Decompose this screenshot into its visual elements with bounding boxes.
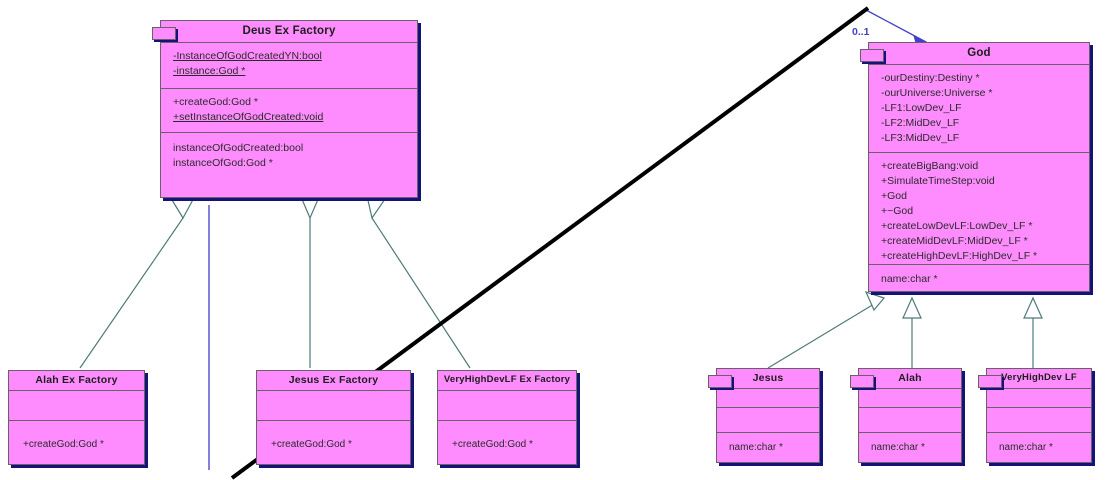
- class-title: Jesus: [752, 372, 784, 384]
- empty-compartment-2: [717, 407, 819, 432]
- empty-compartment-1: [717, 388, 819, 407]
- extra-row: name:char *: [729, 442, 783, 453]
- operation-row: +createMidDevLF:MidDev_LF *: [881, 235, 1028, 247]
- class-title: VeryHighDev LF: [1001, 372, 1077, 383]
- class-box-jesus[interactable]: Jesus name:char *: [708, 368, 820, 463]
- extra-row: name:char *: [881, 273, 938, 285]
- class-tab-icon: [860, 49, 884, 62]
- operation-row: +createGod:God *: [452, 439, 533, 450]
- operation-row: +setInstanceOfGodCreated:void: [173, 111, 324, 123]
- attribute-row: -instance:God *: [173, 65, 246, 77]
- extra-row: instanceOfGod:God *: [173, 157, 273, 169]
- extra-row: instanceOfGodCreated:bool: [173, 142, 304, 154]
- class-title: Alah Ex Factory: [35, 374, 118, 386]
- generalization-arrowhead: [902, 296, 922, 319]
- class-title: Alah: [898, 372, 922, 384]
- extra-row: name:char *: [871, 442, 925, 453]
- attribute-row: -ourUniverse:Universe *: [881, 87, 993, 99]
- operation-row: +createLowDevLF:LowDev_LF *: [881, 220, 1033, 232]
- operations-compartment: +createGod:God *: [9, 420, 144, 464]
- edge-alah-ex-factory-to-deus: [79, 217, 184, 369]
- class-box-alah[interactable]: Alah name:char *: [850, 368, 962, 463]
- operation-row: +createGod:God *: [173, 96, 258, 108]
- class-tab-icon: [850, 375, 874, 388]
- class-box-deus-ex-factory[interactable]: Deus Ex Factory -InstanceOfGodCreatedYN:…: [152, 20, 418, 198]
- attribute-row: -LF3:MidDev_LF: [881, 132, 960, 144]
- attributes-compartment: [9, 390, 144, 420]
- operation-row: +createHighDevLF:HighDev_LF *: [881, 250, 1038, 262]
- attribute-row: -InstanceOfGodCreatedYN:bool: [173, 50, 322, 62]
- attribute-row: -LF2:MidDev_LF: [881, 117, 960, 129]
- attributes-compartment: [257, 390, 410, 420]
- operation-row: +~God: [881, 205, 914, 217]
- class-box-god[interactable]: God -ourDestiny:Destiny * -ourUniverse:U…: [860, 42, 1090, 292]
- edge-jesus-to-god: [767, 297, 885, 369]
- operation-row: +God: [881, 190, 907, 202]
- operations-compartment: +createBigBang:void +SimulateTimeStep:vo…: [869, 152, 1089, 264]
- edge-vhd-ex-factory-to-deus: [371, 217, 471, 369]
- class-title: God: [967, 47, 991, 59]
- class-box-alah-ex-factory[interactable]: Alah Ex Factory +createGod:God *: [8, 370, 145, 465]
- class-tab-icon: [708, 375, 732, 388]
- class-box-veryhighdev-lf[interactable]: VeryHighDev LF name:char *: [978, 368, 1092, 463]
- attributes-compartment: -InstanceOfGodCreatedYN:bool -instance:G…: [161, 42, 417, 88]
- class-title: Jesus Ex Factory: [288, 374, 379, 386]
- extras-compartment: name:char *: [717, 432, 819, 462]
- class-box-veryhighdevlf-ex-factory[interactable]: VeryHighDevLF Ex Factory +createGod:God …: [437, 370, 577, 465]
- extra-row: name:char *: [999, 442, 1053, 453]
- attributes-compartment: [438, 390, 576, 420]
- attribute-row: -ourDestiny:Destiny *: [881, 72, 980, 84]
- generalization-arrowhead: [366, 195, 387, 220]
- class-title: Deus Ex Factory: [242, 25, 336, 37]
- generalization-arrowhead: [864, 291, 886, 312]
- empty-compartment-2: [987, 407, 1091, 432]
- generalization-arrowhead: [1023, 296, 1043, 319]
- operations-compartment: +createGod:God *: [257, 420, 410, 464]
- extras-compartment: name:char *: [859, 432, 961, 462]
- operations-compartment: +createGod:God * +setInstanceOfGodCreate…: [161, 88, 417, 132]
- generalization-arrowhead: [300, 196, 320, 220]
- operation-row: +SimulateTimeStep:void: [881, 175, 995, 187]
- class-tab-icon: [152, 27, 176, 40]
- empty-compartment-2: [859, 407, 961, 432]
- operation-row: +createGod:God *: [23, 439, 104, 450]
- operation-row: +createBigBang:void: [881, 160, 979, 172]
- attribute-row: -LF1:LowDev_LF: [881, 102, 962, 114]
- multiplicity-label-0-1: 0..1: [852, 26, 870, 38]
- operations-compartment: +createGod:God *: [438, 420, 576, 464]
- class-title: VeryHighDevLF Ex Factory: [443, 374, 571, 385]
- edge-deus-association-to-god: [865, 9, 927, 43]
- empty-compartment-1: [987, 388, 1091, 407]
- extras-compartment: name:char *: [987, 432, 1091, 462]
- attributes-compartment: -ourDestiny:Destiny * -ourUniverse:Unive…: [869, 64, 1089, 152]
- class-tab-icon: [978, 375, 1002, 388]
- class-box-jesus-ex-factory[interactable]: Jesus Ex Factory +createGod:God *: [256, 370, 411, 465]
- empty-compartment-1: [859, 388, 961, 407]
- operation-row: +createGod:God *: [271, 439, 352, 450]
- extras-compartment: instanceOfGodCreated:bool instanceOfGod:…: [161, 132, 417, 178]
- extras-compartment: name:char *: [869, 264, 1089, 292]
